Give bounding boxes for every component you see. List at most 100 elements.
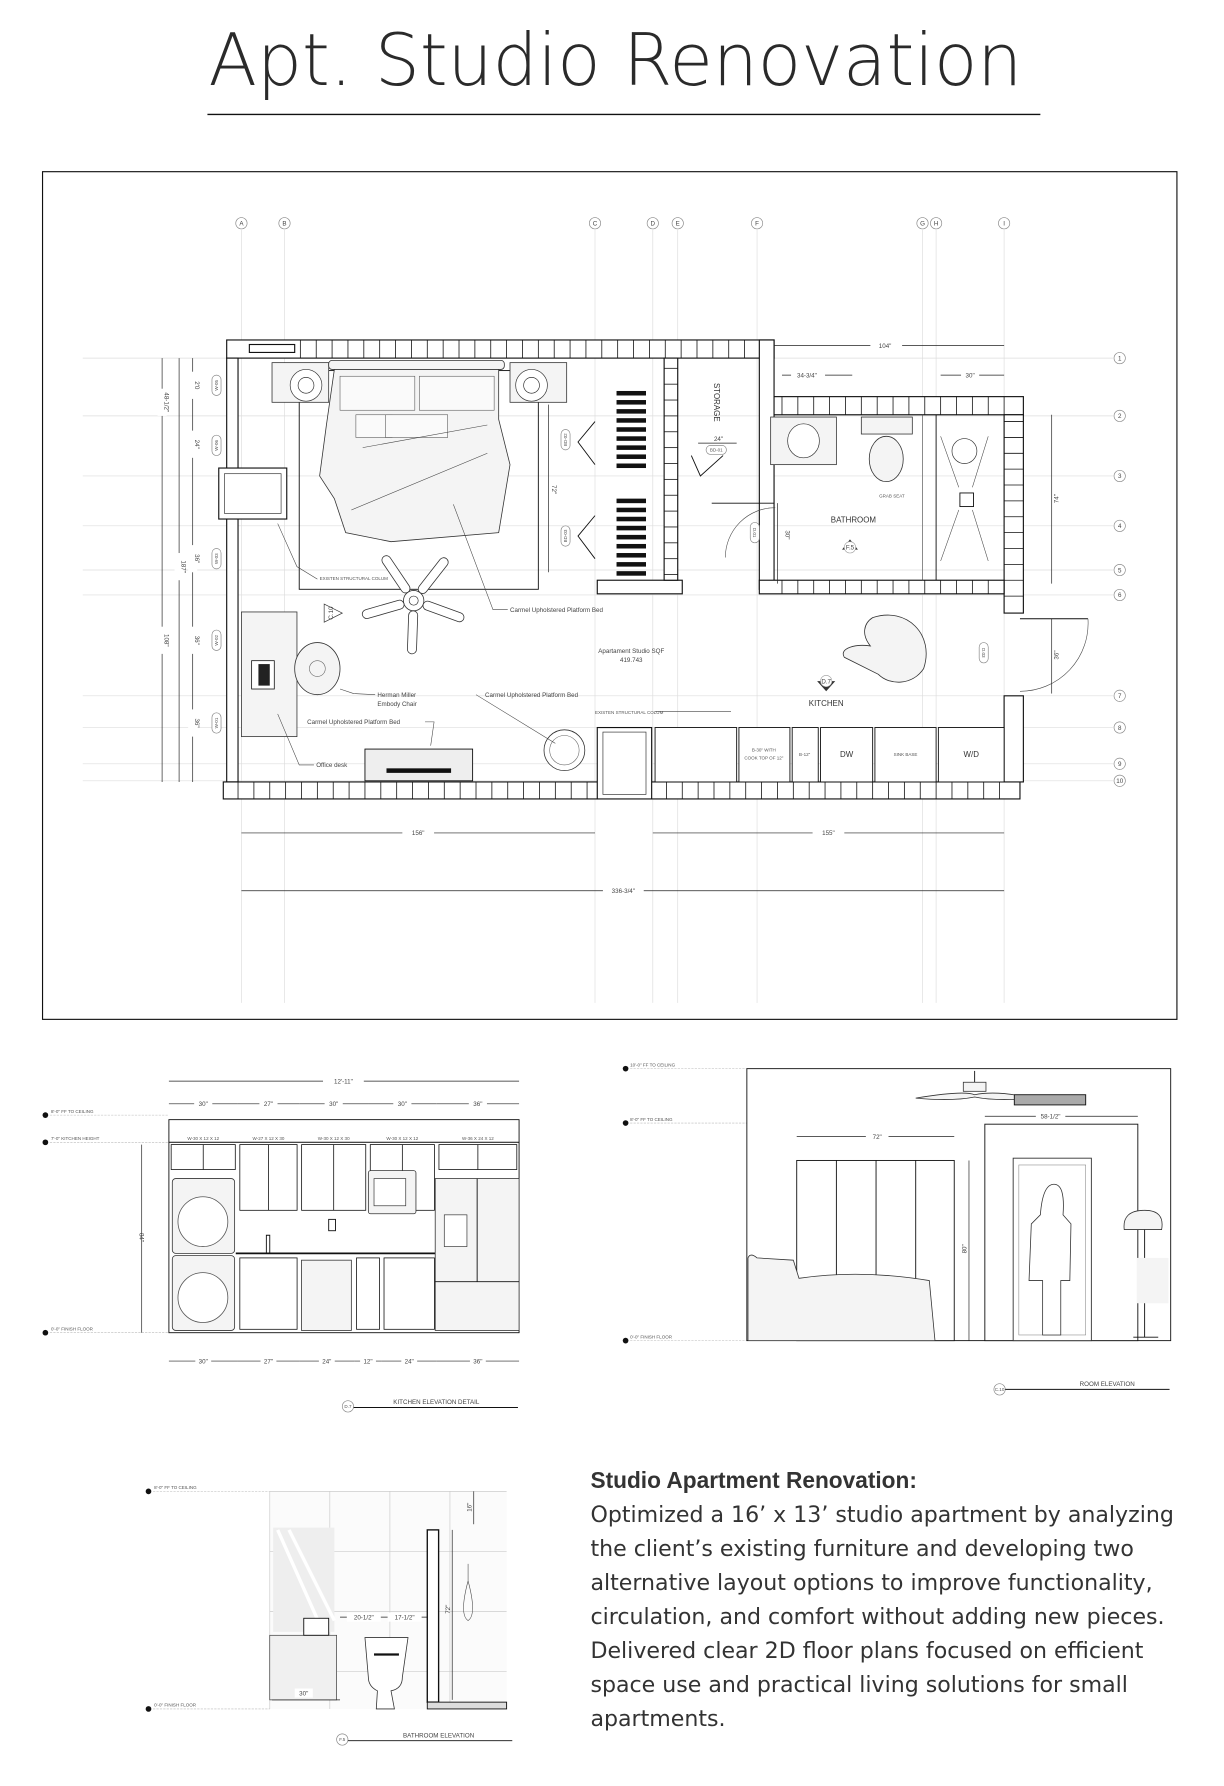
hanger-icon <box>616 516 646 522</box>
grid-bubble <box>1113 721 1126 734</box>
hanger-icon <box>616 534 646 540</box>
elevation-marker <box>336 1733 349 1746</box>
description-line: Delivered clear 2D floor plans focused o… <box>590 1638 1143 1664</box>
grid-bubble <box>998 217 1011 230</box>
grid-label: 2 <box>1118 413 1122 420</box>
dim-74: 74" <box>1054 494 1061 503</box>
dim-156: 156" <box>412 830 425 837</box>
dim-label: 30" <box>199 1358 208 1365</box>
svg-text:DW: DW <box>840 750 854 759</box>
cabinet-cooktop <box>738 727 791 783</box>
sink-elevation <box>303 1617 330 1636</box>
dim-label: 2'0 <box>193 381 200 390</box>
west-wall <box>226 357 239 783</box>
label-chair-2: Embody Chair <box>377 701 416 708</box>
label-bed: Carmel Upholstered Platform Bed <box>510 607 604 614</box>
grid-bubble <box>1113 564 1126 577</box>
dim-shower-height: 72" <box>445 1605 452 1614</box>
cabinet-b12 <box>791 727 819 783</box>
storage: STORAGE 24" <box>690 383 737 477</box>
dim-label: 27" <box>264 1358 273 1365</box>
door-tag: BD-01 <box>710 448 723 453</box>
shower-drain <box>959 492 974 508</box>
floor-lamp <box>1123 1209 1169 1338</box>
side-table <box>543 729 586 772</box>
dim-overall: 12'-11" <box>334 1078 353 1085</box>
dim-shower-30: 30" <box>966 372 975 379</box>
grid-label: A <box>239 221 244 228</box>
dim-34-3-4: 34-3/4" <box>797 372 817 379</box>
room-label-kitchen: KITCHEN <box>809 699 844 708</box>
base-cabinet <box>356 1257 380 1330</box>
level-marker-icon <box>622 1120 629 1126</box>
grid-bubble <box>235 217 248 230</box>
annotations: EXISTEN STRUCTURAL COLUM Carmel Upholste… <box>277 504 664 769</box>
grid-bubble <box>1113 774 1126 787</box>
window-tag: W-05 <box>214 379 219 390</box>
svg-text:D.7: D.7 <box>821 678 831 685</box>
door-tag: D.01 <box>752 528 757 538</box>
grid-label: D <box>651 221 656 228</box>
svg-text:SINK BASE: SINK BASE <box>894 752 918 757</box>
svg-text:D.7: D.7 <box>344 1404 352 1409</box>
description-line: Optimized a 16’ x 13’ studio apartment b… <box>590 1502 1173 1528</box>
label-sqf: Apartament Studio SQF <box>598 648 664 655</box>
dim-label: 24" <box>193 440 200 449</box>
hanger-icon <box>616 463 646 469</box>
grid-bubble <box>1113 469 1126 482</box>
level-marker-icon <box>145 1488 152 1495</box>
bathroom: GRAB SEAT BATHROOM F.5 30" 104" 34-3/4" … <box>711 339 1061 584</box>
level-marker-icon <box>622 1065 629 1072</box>
grid-label: C <box>593 221 598 228</box>
closet-east-wall <box>663 357 679 581</box>
dim-label: 12" <box>363 1358 372 1365</box>
dim-closet-72: 72" <box>550 485 557 494</box>
hanger-icon <box>616 498 646 504</box>
hanger-icon <box>616 418 646 423</box>
elevation-marker <box>341 1400 354 1413</box>
hanger-icon <box>616 543 646 549</box>
hanger-icon <box>616 436 646 441</box>
dim-entry-36: 36" <box>1054 650 1061 659</box>
svg-text:COOK TOP OF 12": COOK TOP OF 12" <box>744 755 783 760</box>
grid-label: 5 <box>1118 567 1122 574</box>
fan-blade <box>407 610 419 655</box>
project-description: Studio Apartment Renovation: Optimized a… <box>590 1467 1173 1732</box>
grid-label: 10 <box>1116 778 1123 785</box>
dim-total: 336-3/4" <box>612 888 635 895</box>
description-line: space use and practical living solutions… <box>590 1672 1127 1698</box>
cabinet-tag: W-36 X 24 X 12 <box>462 1136 494 1141</box>
dim-label: 27" <box>264 1101 273 1108</box>
toilet-tank <box>860 416 913 435</box>
dim-label: 24" <box>322 1358 331 1365</box>
level-label: 7'-0" KITCHEN HEIGHT <box>51 1136 100 1141</box>
washer-dryer <box>937 727 1005 783</box>
grid-label: 4 <box>1118 523 1122 530</box>
hanger-icon <box>616 507 646 513</box>
storage-bifold-door <box>690 455 724 477</box>
svg-text:B-30" WITH: B-30" WITH <box>752 747 776 752</box>
shower-glass <box>426 1529 440 1703</box>
entry-door: 36" <box>1019 618 1089 694</box>
svg-text:F.5: F.5 <box>339 1737 346 1742</box>
grid-bubble <box>1113 519 1126 532</box>
hanger-icon <box>616 571 646 576</box>
level-label: 0'-0" FINISH FLOOR <box>630 1334 673 1339</box>
section-marker-d7: D.7 <box>817 675 836 692</box>
level-marker-icon <box>42 1112 49 1118</box>
grid-bubble <box>916 217 929 230</box>
person-figure <box>1028 1183 1072 1336</box>
dim-104: 104" <box>879 343 892 350</box>
svg-text:C.10: C.10 <box>328 606 335 620</box>
dim-label: 24" <box>405 1358 414 1365</box>
north-wall <box>226 339 775 359</box>
closet-south-wall <box>596 579 683 595</box>
fan-blade <box>417 557 449 594</box>
bed-elevation <box>747 1254 936 1342</box>
window-tags: W-05 W-06 W-03 W-02 W-01 BD-02 BD-03 BD-… <box>211 374 989 734</box>
grid-label: B <box>282 221 286 228</box>
description-heading: Studio Apartment Renovation: <box>590 1467 916 1493</box>
faucet-icon <box>265 1234 271 1254</box>
counter-cabinet <box>654 727 738 783</box>
